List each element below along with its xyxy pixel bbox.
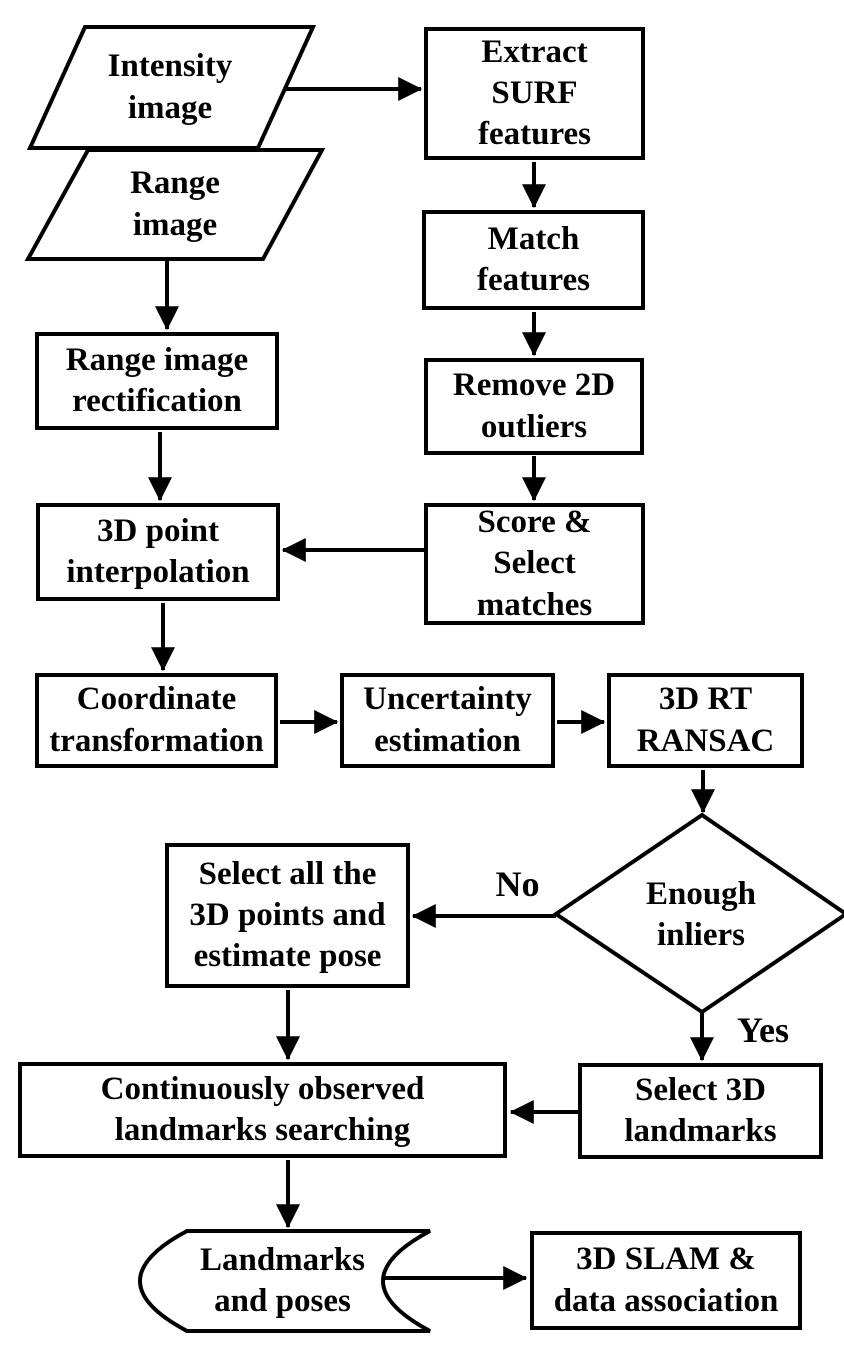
node-continuously-observed-landmarks: Continuously observed landmarks searchin… bbox=[18, 1062, 507, 1158]
node-intensity-image-label: Intensity image bbox=[107, 48, 233, 126]
node-extract-surf-features: Extract SURF features bbox=[424, 27, 645, 160]
node-coordinate-transformation: Coordinate transformation bbox=[35, 673, 278, 768]
node-score-select-matches: Score & Select matches bbox=[424, 503, 645, 625]
node-enough-inliers-label: Enough inliers bbox=[645, 875, 757, 953]
branch-label-no: No bbox=[495, 864, 540, 905]
node-uncertainty-estimation: Uncertainty estimation bbox=[340, 673, 555, 768]
node-3d-rt-ransac: 3D RT RANSAC bbox=[607, 673, 804, 768]
node-3d-point-interpolation: 3D point interpolation bbox=[36, 503, 280, 601]
node-range-image-label: Range image bbox=[130, 165, 220, 243]
enough-inliers-diamond bbox=[552, 812, 844, 1015]
landmarks-poses-stored-data-shape bbox=[138, 1229, 431, 1333]
range-image-shape bbox=[24, 148, 326, 261]
node-3d-slam-data-association: 3D SLAM & data association bbox=[530, 1231, 802, 1330]
branch-label-yes: Yes bbox=[737, 1010, 789, 1051]
node-select-3d-landmarks: Select 3D landmarks bbox=[578, 1063, 823, 1159]
node-landmarks-and-poses-label: Landmarks and poses bbox=[199, 1241, 366, 1319]
node-range-image-rectification: Range image rectification bbox=[35, 332, 279, 430]
node-match-features: Match features bbox=[422, 210, 645, 310]
flow-arrows bbox=[148, 77, 715, 1290]
node-select-all-3d-points: Select all the 3D points and estimate po… bbox=[165, 843, 410, 988]
node-remove-2d-outliers: Remove 2D outliers bbox=[424, 358, 644, 455]
